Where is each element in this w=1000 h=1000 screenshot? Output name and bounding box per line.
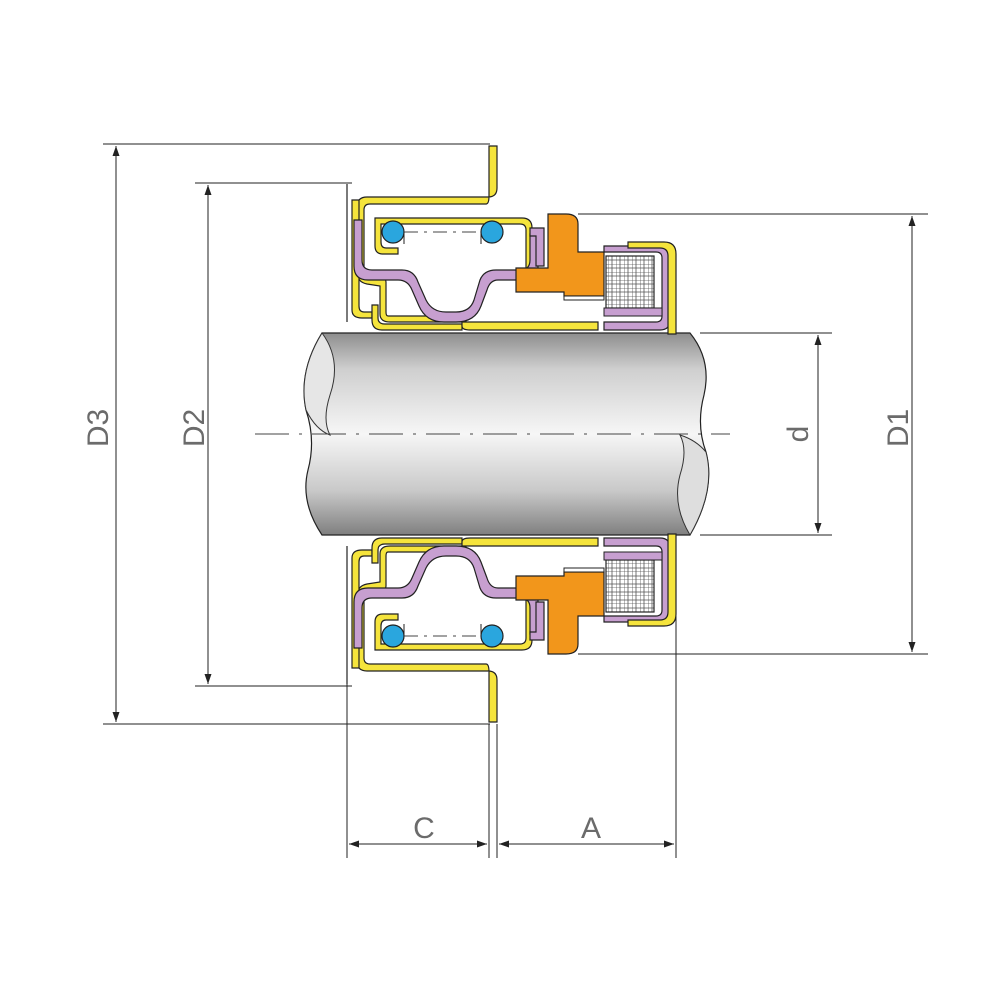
label-a: A [581,812,601,845]
shaft-break-right [677,434,710,536]
label-d3: D3 [82,409,115,447]
label-c: C [413,812,435,845]
extension-lines [103,143,928,858]
label-d2: D2 [178,409,211,447]
label-d: d [782,426,815,443]
label-d1: D1 [882,409,915,447]
shaft-break-left [303,332,335,436]
seal-lower-half [351,533,677,723]
seal-upper-half [351,145,677,335]
